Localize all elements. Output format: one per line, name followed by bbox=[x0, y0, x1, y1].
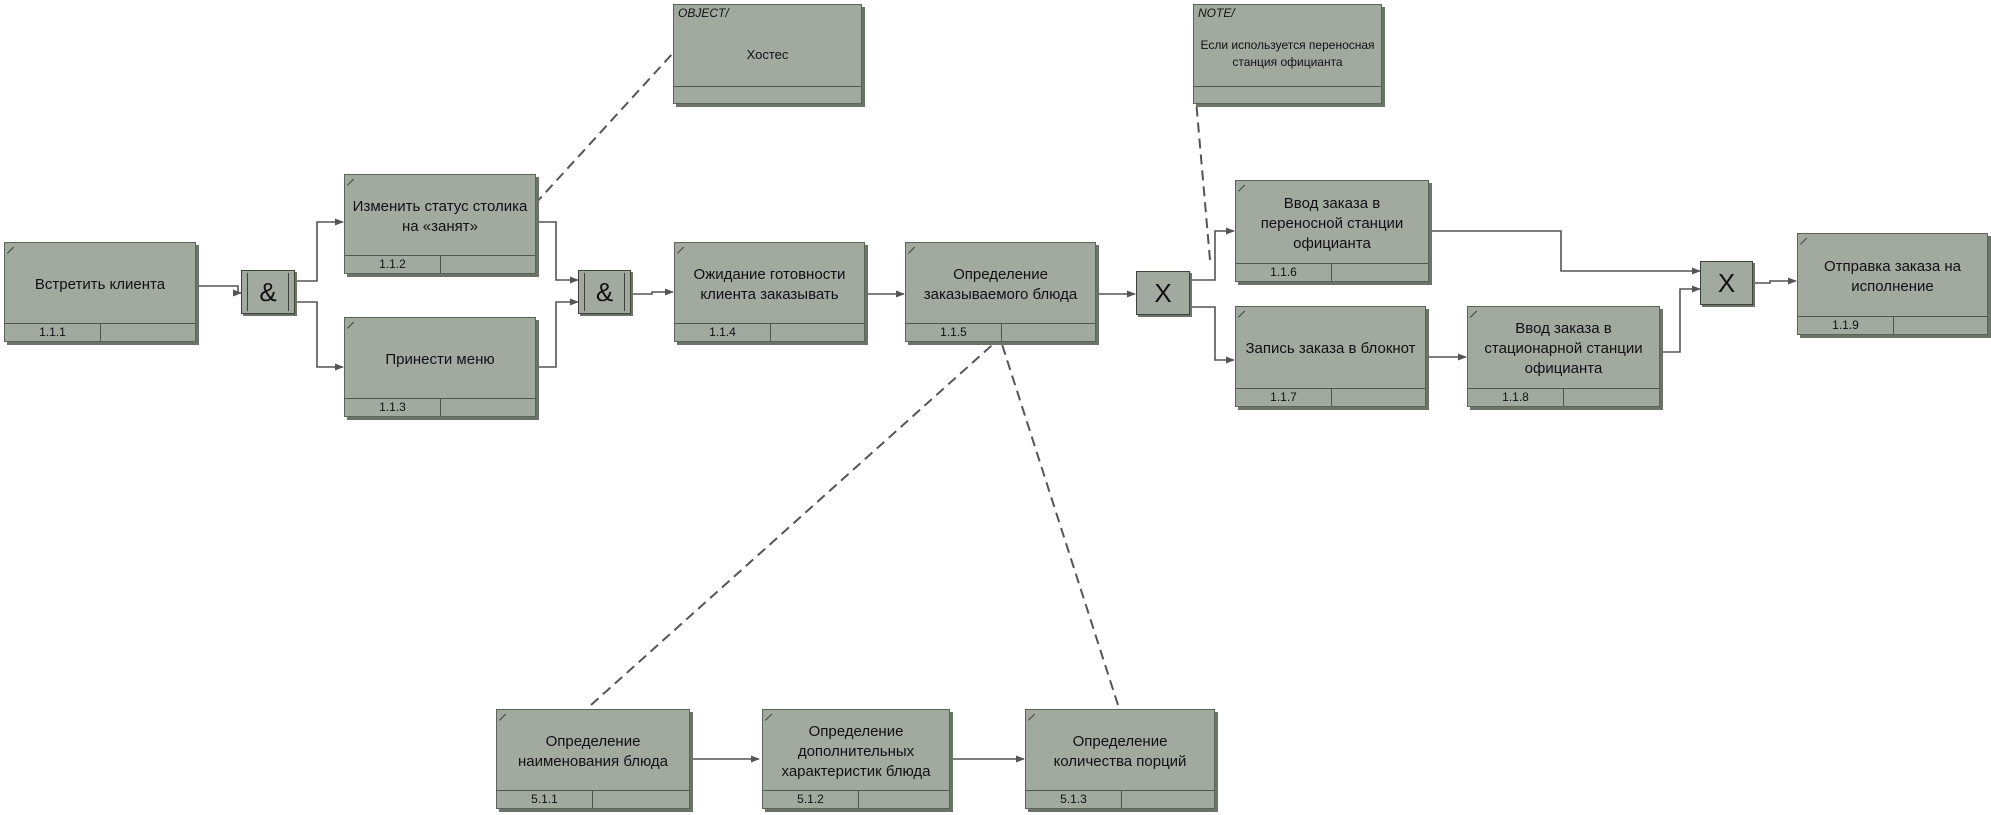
activity-number: 1.1.2 bbox=[345, 256, 441, 273]
activity-box-1-1-5[interactable]: Определение заказываемого блюда 1.1.5 bbox=[905, 242, 1096, 342]
activity-footer: 1.1.6 bbox=[1236, 263, 1428, 281]
link-j3-117 bbox=[1191, 306, 1235, 364]
note-footer bbox=[1194, 86, 1381, 103]
activity-footer: 1.1.2 bbox=[345, 255, 535, 273]
activity-box-1-1-4[interactable]: Ожидание готовности клиента заказывать 1… bbox=[674, 242, 865, 342]
activity-title: Ввод заказа в переносной станции официан… bbox=[1260, 194, 1404, 252]
activity-number: 1.1.6 bbox=[1236, 264, 1332, 281]
object-annotation[interactable]: OBJECT/ Хостес bbox=[673, 4, 862, 104]
activity-title: Определение наименования блюда bbox=[517, 732, 669, 770]
object-tag: OBJECT/ bbox=[678, 6, 729, 20]
activity-number: 5.1.2 bbox=[763, 791, 859, 808]
dashed-link-513 bbox=[999, 337, 1119, 706]
activity-footer: 1.1.1 bbox=[5, 323, 195, 341]
activity-box-1-1-6[interactable]: Ввод заказа в переносной станции официан… bbox=[1235, 180, 1429, 282]
activity-title: Принести меню bbox=[385, 350, 495, 368]
activity-number: 1.1.1 bbox=[5, 324, 101, 341]
activity-box-5-1-1[interactable]: Определение наименования блюда 5.1.1 bbox=[496, 709, 690, 809]
activity-number: 1.1.3 bbox=[345, 399, 441, 416]
link-j3-116 bbox=[1191, 227, 1235, 281]
activity-title: Определение заказываемого блюда bbox=[923, 265, 1078, 303]
activity-title: Изменить статус столика на «занят» bbox=[352, 197, 528, 235]
activity-number: 1.1.4 bbox=[675, 324, 771, 341]
xor-junction[interactable]: X bbox=[1700, 261, 1753, 305]
activity-title: Ожидание готовности клиента заказывать bbox=[693, 265, 846, 303]
activity-number: 1.1.7 bbox=[1236, 389, 1332, 406]
and-junction[interactable]: & bbox=[241, 270, 295, 314]
link-j1-113 bbox=[296, 301, 344, 371]
dashed-link-511 bbox=[590, 337, 1001, 706]
activity-footer: 1.1.5 bbox=[906, 323, 1095, 341]
object-footer bbox=[674, 86, 861, 103]
activity-number: 1.1.5 bbox=[906, 324, 1002, 341]
activity-number: 1.1.9 bbox=[1798, 317, 1894, 334]
activity-box-5-1-2[interactable]: Определение дополнительных характеристик… bbox=[762, 709, 950, 809]
activity-box-1-1-3[interactable]: Принести меню 1.1.3 bbox=[344, 317, 536, 417]
link-116-j4 bbox=[1429, 230, 1701, 275]
activity-footer: 5.1.1 bbox=[497, 790, 689, 808]
activity-box-1-1-9[interactable]: Отправка заказа на исполнение 1.1.9 bbox=[1797, 233, 1988, 335]
object-text: Хостес bbox=[746, 46, 789, 62]
activity-title: Встретить клиента bbox=[34, 275, 166, 293]
link-111-j1 bbox=[196, 285, 242, 297]
activity-box-1-1-1[interactable]: Встретить клиента 1.1.1 bbox=[4, 242, 196, 342]
activity-footer: 5.1.3 bbox=[1026, 790, 1214, 808]
activity-title: Запись заказа в блокнот bbox=[1245, 340, 1416, 357]
activity-number: 5.1.3 bbox=[1026, 791, 1122, 808]
note-tag: NOTE/ bbox=[1198, 6, 1235, 20]
dashed-link-note bbox=[1193, 76, 1211, 261]
activity-box-1-1-8[interactable]: Ввод заказа в стационарной станции офици… bbox=[1467, 306, 1660, 407]
activity-title: Определение количества порций bbox=[1053, 732, 1187, 770]
activity-box-1-1-7[interactable]: Запись заказа в блокнот 1.1.7 bbox=[1235, 306, 1426, 407]
activity-title: Определение дополнительных характеристик… bbox=[781, 722, 931, 780]
link-118-j4 bbox=[1660, 285, 1701, 353]
activity-footer: 1.1.8 bbox=[1468, 388, 1659, 406]
activity-title: Отправка заказа на исполнение bbox=[1823, 257, 1961, 295]
link-j2-114 bbox=[632, 288, 674, 296]
dashed-link-object bbox=[534, 51, 675, 205]
activity-title: Ввод заказа в стационарной станции офици… bbox=[1484, 320, 1643, 377]
activity-box-5-1-3[interactable]: Определение количества порций 5.1.3 bbox=[1025, 709, 1215, 809]
link-j1-112 bbox=[296, 218, 344, 282]
xor-junction[interactable]: X bbox=[1136, 271, 1190, 315]
note-annotation[interactable]: NOTE/ Если используется переносная станц… bbox=[1193, 4, 1382, 104]
activity-box-1-1-2[interactable]: Изменить статус столика на «занят» 1.1.2 bbox=[344, 174, 536, 274]
activity-number: 1.1.8 bbox=[1468, 389, 1564, 406]
link-113-j2 bbox=[536, 298, 579, 368]
and-junction[interactable]: & bbox=[578, 270, 631, 314]
activity-footer: 5.1.2 bbox=[763, 790, 949, 808]
activity-footer: 1.1.4 bbox=[675, 323, 864, 341]
link-112-j2 bbox=[536, 221, 579, 284]
activity-footer: 1.1.3 bbox=[345, 398, 535, 416]
link-j4-119 bbox=[1754, 277, 1797, 285]
activity-footer: 1.1.9 bbox=[1798, 316, 1987, 334]
activity-footer: 1.1.7 bbox=[1236, 388, 1425, 406]
note-text: Если используется переносная станция офи… bbox=[1200, 38, 1375, 69]
activity-number: 5.1.1 bbox=[497, 791, 593, 808]
